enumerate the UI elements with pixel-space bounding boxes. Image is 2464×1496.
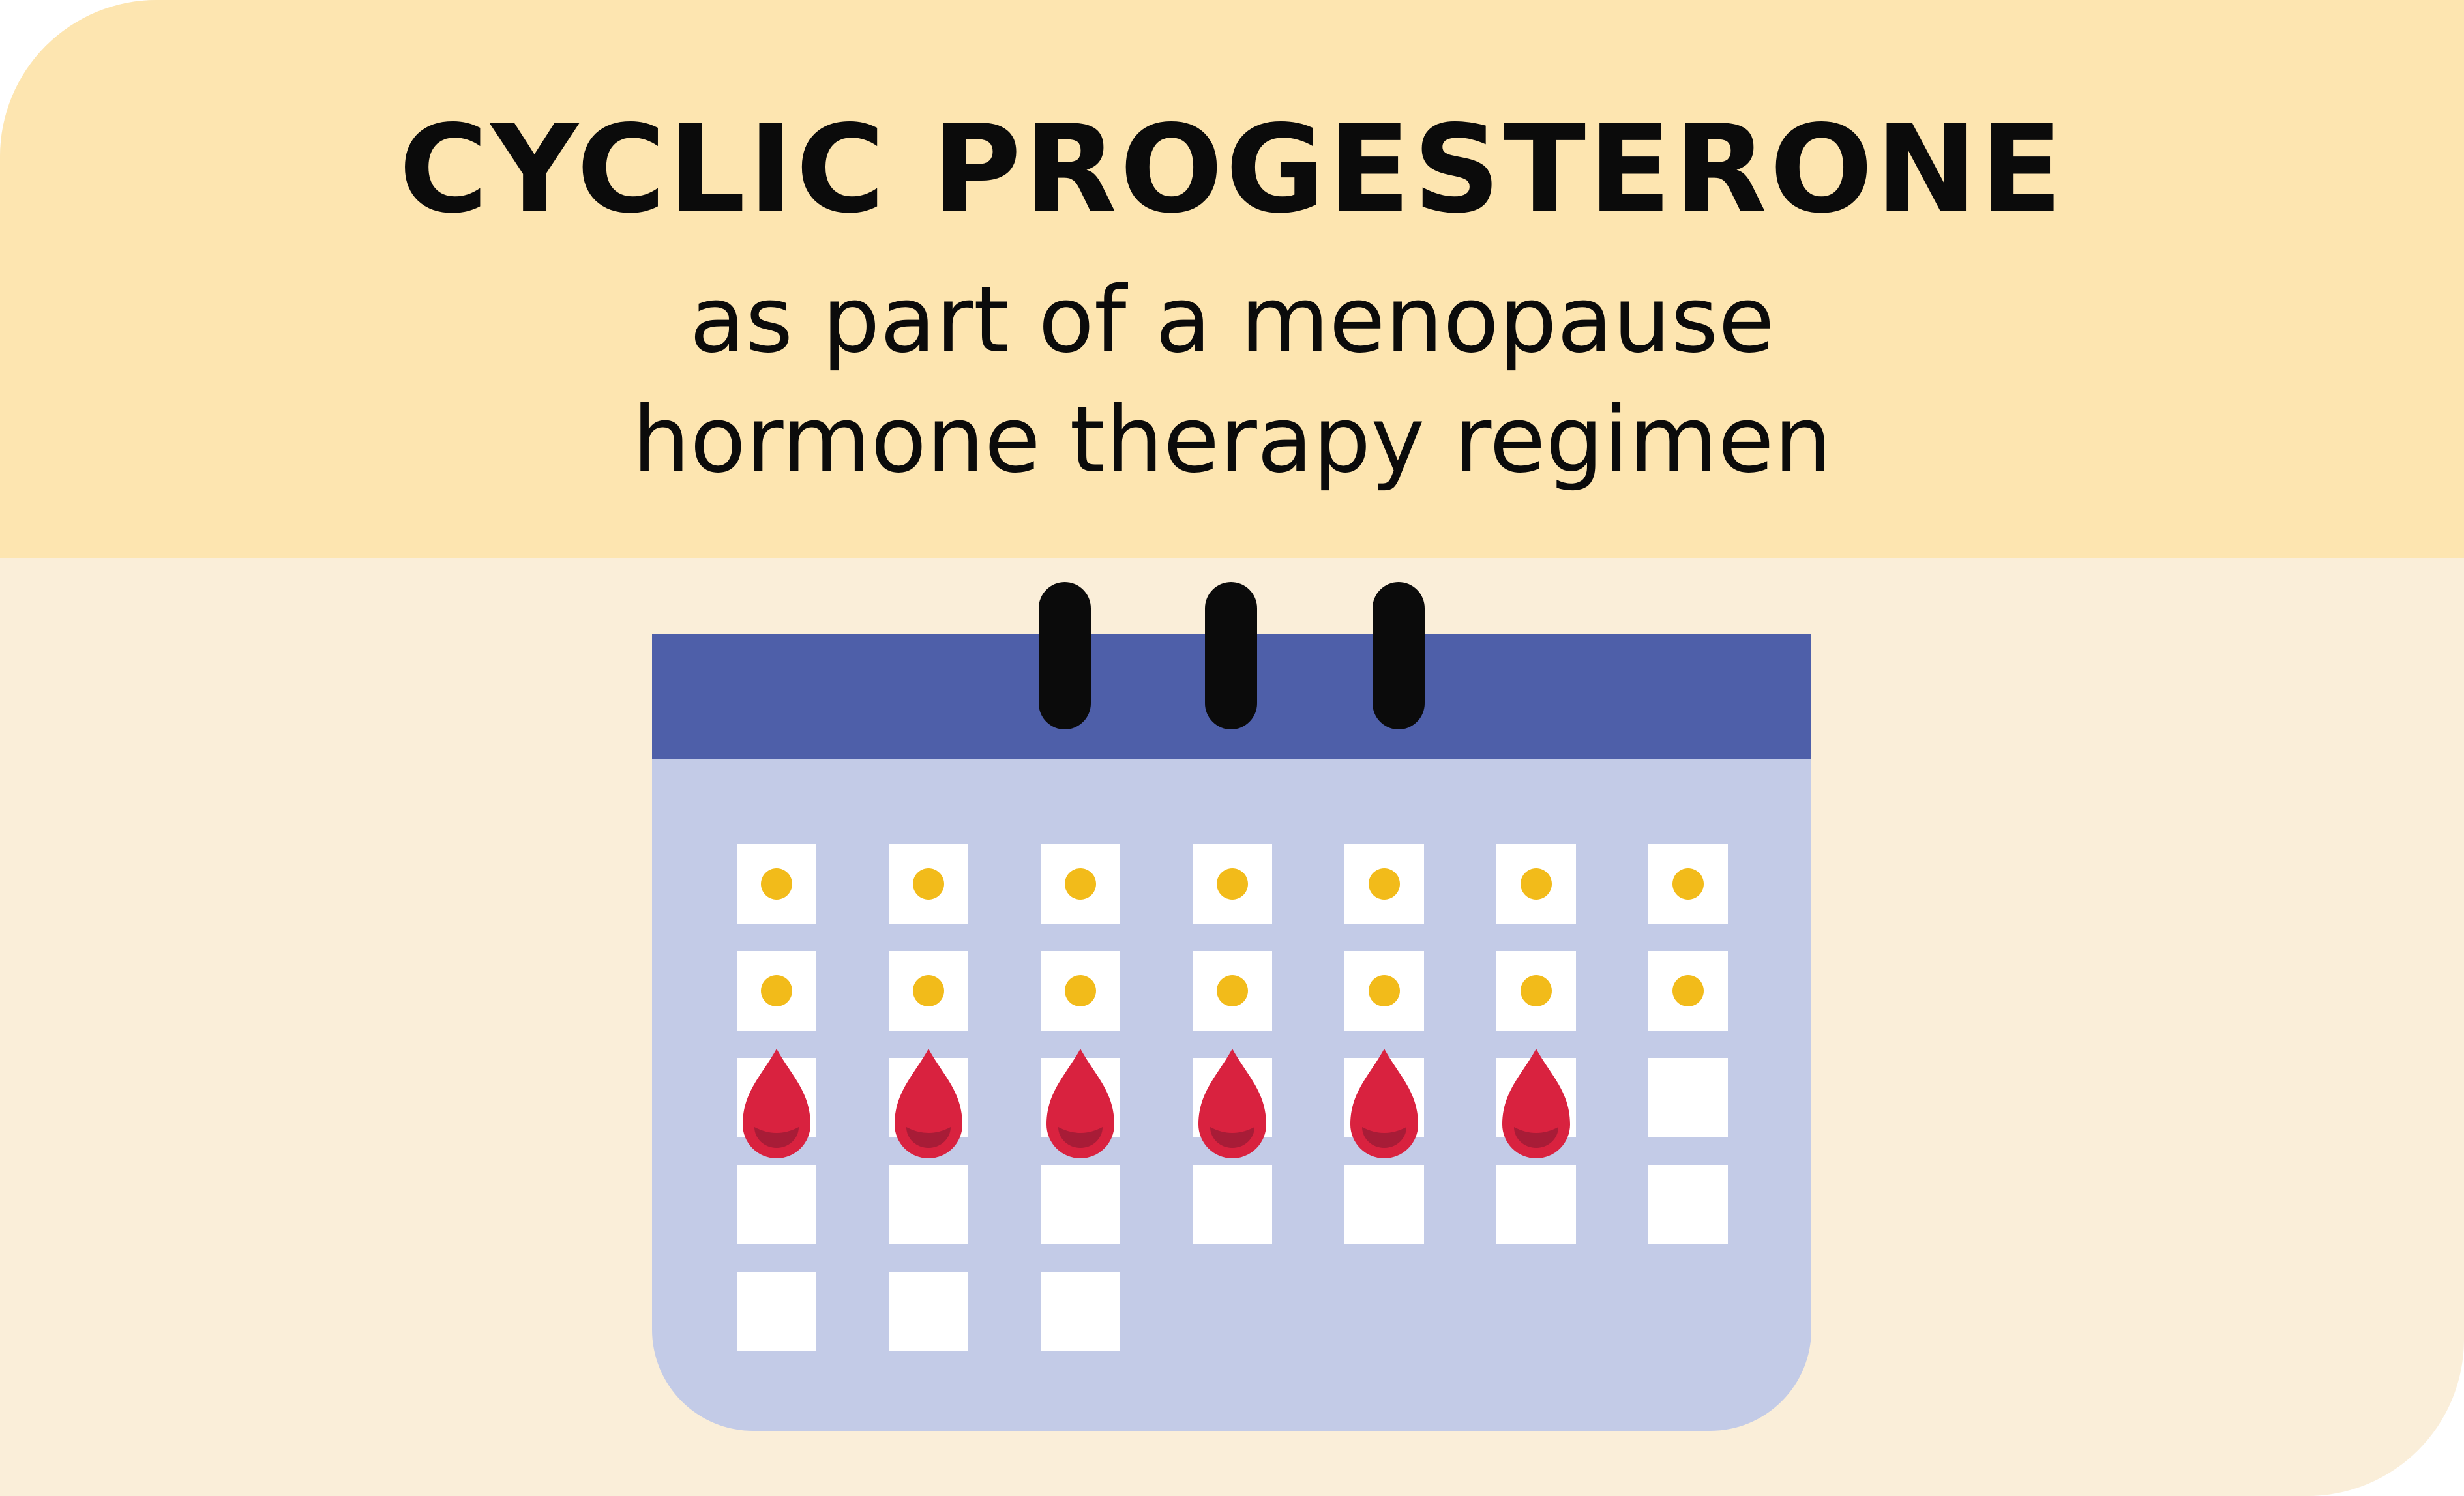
yellow-dot-icon xyxy=(1521,975,1552,1006)
calendar-day-cell xyxy=(737,1165,816,1244)
calendar-day-cell xyxy=(737,1272,816,1351)
yellow-dot-icon xyxy=(761,975,792,1006)
yellow-dot-icon xyxy=(1369,868,1400,900)
calendar-day-cell xyxy=(1041,1165,1120,1244)
calendar-day-cell xyxy=(1344,1165,1424,1244)
yellow-dot-icon xyxy=(913,868,944,900)
header-band: CYCLIC PROGESTERONE as part of a menopau… xyxy=(0,0,2464,558)
calendar-day-grid xyxy=(737,844,1728,1351)
subtitle-line-2: hormone therapy regimen xyxy=(632,387,1832,493)
binder-ring xyxy=(1373,582,1425,729)
blood-drop-icon xyxy=(895,1049,962,1158)
yellow-dot-icon xyxy=(1369,975,1400,1006)
blood-drop-icon xyxy=(1046,1049,1114,1158)
calendar-day-cell xyxy=(1193,1165,1272,1244)
yellow-dot-icon xyxy=(1217,868,1248,900)
yellow-dot-icon xyxy=(1065,868,1096,900)
calendar-rings xyxy=(1039,582,1425,729)
calendar-day-cell xyxy=(1496,1165,1576,1244)
calendar-day-cell xyxy=(1648,1165,1728,1244)
binder-ring xyxy=(1039,582,1091,729)
binder-ring xyxy=(1205,582,1257,729)
yellow-dot-icon xyxy=(1065,975,1096,1006)
page-title: CYCLIC PROGESTERONE xyxy=(398,98,2066,240)
calendar-day-cell xyxy=(889,1272,968,1351)
blood-drop-icon xyxy=(1502,1049,1570,1158)
yellow-dot-icon xyxy=(913,975,944,1006)
blood-drop-icon xyxy=(743,1049,810,1158)
yellow-dot-icon xyxy=(761,868,792,900)
yellow-dot-icon xyxy=(1672,868,1704,900)
calendar-day-cell xyxy=(1648,1058,1728,1137)
subtitle-line-1: as part of a menopause xyxy=(689,267,1775,374)
yellow-dot-icon xyxy=(1521,868,1552,900)
page-subtitle: as part of a menopause hormone therapy r… xyxy=(0,261,2464,501)
blood-drop-icon xyxy=(1198,1049,1266,1158)
yellow-dot-icon xyxy=(1217,975,1248,1006)
yellow-dot-icon xyxy=(1672,975,1704,1006)
calendar-day-cell xyxy=(889,1165,968,1244)
calendar-day-cell xyxy=(1041,1272,1120,1351)
blood-drop-icon xyxy=(1350,1049,1418,1158)
